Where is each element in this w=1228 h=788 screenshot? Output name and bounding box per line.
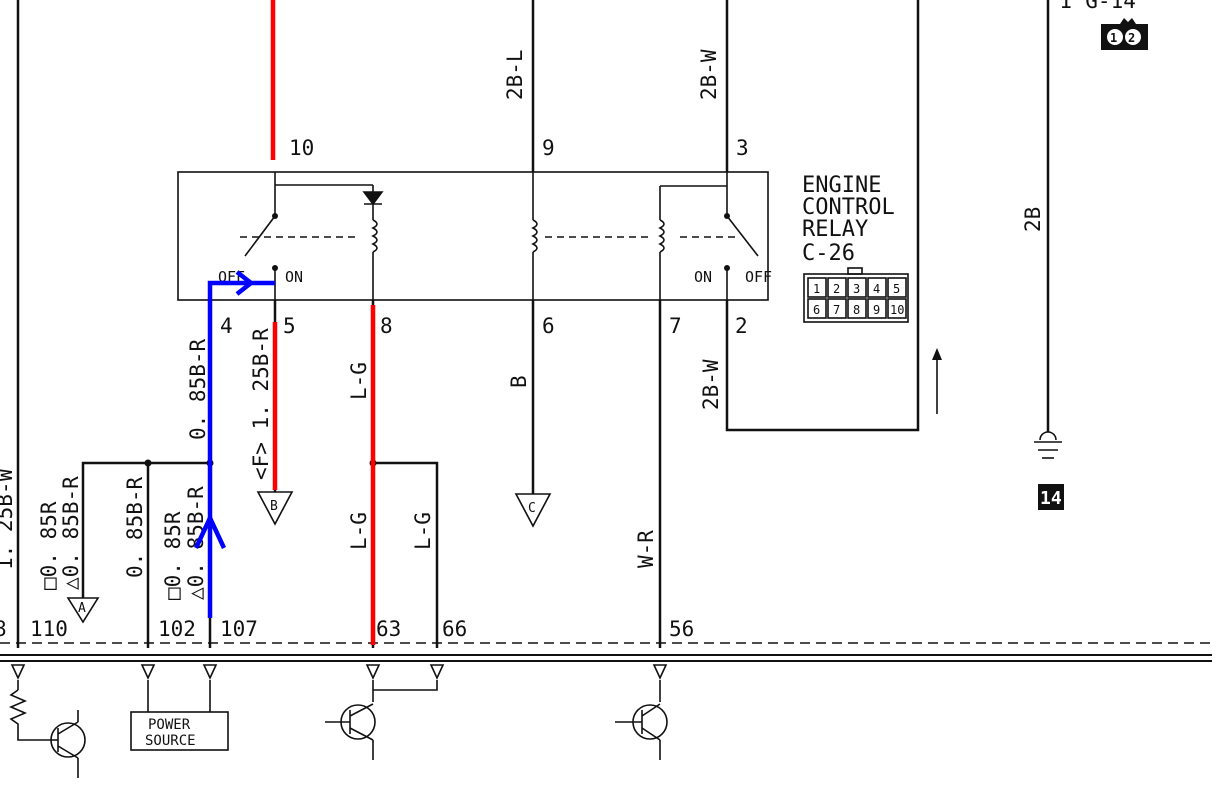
terminal-label: 63: [376, 617, 401, 641]
terminal-pin-icon: [429, 664, 445, 680]
highlight-red-path: [270, 0, 376, 645]
wire-label: 1. 25B-W: [0, 468, 17, 570]
connector-c-icon: [514, 493, 552, 528]
pin-label: 8: [380, 314, 393, 338]
ground-connector-icon: 1 2: [1101, 18, 1148, 50]
title-line: RELAY: [802, 217, 868, 242]
pin-label: 10: [289, 136, 314, 160]
terminal-label: 110: [30, 617, 68, 641]
connector-cell: [827, 277, 847, 298]
connector-label: C: [528, 501, 536, 516]
switch-label: ON: [694, 268, 712, 286]
pin-label: 7: [669, 314, 682, 338]
ground-icon: [1034, 431, 1062, 459]
wire-label: W-R: [634, 530, 658, 568]
wire-label: 2B-L: [503, 49, 527, 100]
pin-label: 5: [283, 314, 296, 338]
connector-label: A: [78, 601, 86, 616]
wire-label: △0. 85B-R: [59, 476, 83, 590]
wire-label: 2B: [1021, 207, 1045, 232]
pin-label: 6: [542, 314, 555, 338]
ground-connector-label: I G-14: [1060, 0, 1136, 13]
wire-label: 0. 85B-R: [186, 338, 210, 440]
pin-label: 4: [220, 314, 233, 338]
connector-b-icon: [256, 491, 294, 526]
wire-label: 2B-W: [699, 359, 723, 410]
wire-branch: [81, 461, 210, 598]
wire-label: <F> 1. 25B-R: [249, 328, 273, 480]
connector-cell-label: 10: [890, 303, 904, 317]
ground-label: 14: [1040, 488, 1062, 509]
switch-label: OFF: [745, 268, 772, 286]
wire-label: □0. 85R: [37, 501, 61, 590]
connector-cell: [847, 277, 867, 298]
pin-label: 3: [736, 136, 749, 160]
relay-box: [177, 171, 769, 301]
wire-l-g-66: [373, 461, 439, 648]
connector-cell: [887, 298, 907, 319]
power-source-label: SOURCE: [145, 733, 196, 749]
pin-label: 2: [1128, 31, 1135, 45]
connector-cell-label: 9: [873, 303, 880, 317]
connector-cell: [867, 298, 887, 319]
wire-label: 0. 85B-R: [123, 476, 147, 578]
wire-label: L-G: [347, 512, 371, 550]
connector-cell: [827, 298, 847, 319]
pin-label: 9: [542, 136, 555, 160]
wire-label: L-G: [347, 362, 371, 400]
title-line: ENGINE: [802, 173, 881, 198]
wire-2b-w-return: [725, 0, 920, 432]
terminal-pin-icon: [140, 664, 156, 680]
connector-cell: [847, 298, 867, 319]
connector-cell-label: 5: [893, 282, 900, 296]
connector-cell-label: 7: [833, 303, 840, 317]
terminal-label: 66: [442, 617, 467, 641]
ground-badge: [1038, 484, 1064, 510]
wire-label: L-G: [411, 512, 435, 550]
connector-cell-label: 2: [833, 282, 840, 296]
highlight-blue-path: [193, 270, 275, 618]
connector-label: B: [270, 499, 278, 514]
terminal-label: 102: [158, 617, 196, 641]
connector-cell-label: 1: [813, 282, 820, 296]
connector-cell-label: 6: [813, 303, 820, 317]
terminal-pin-icon: [202, 664, 218, 680]
ecu-internals: [8, 680, 668, 778]
connector-cell-label: 8: [853, 303, 860, 317]
connector-cell: [807, 277, 827, 298]
connector-cell-label: 3: [853, 282, 860, 296]
wire-label: □0. 85R: [161, 511, 185, 600]
terminal-pin-icon: [365, 664, 381, 680]
connector-id: C-26: [802, 241, 855, 266]
terminal-label: 56: [669, 617, 694, 641]
power-source-label: POWER: [148, 717, 191, 733]
wire-label: 2B-W: [697, 49, 721, 100]
connector-cell: [807, 298, 827, 319]
terminal-pin-icon: [652, 664, 668, 680]
title-line: CONTROL: [802, 195, 895, 220]
connector-a-icon: [66, 597, 100, 624]
pin-label: 2: [735, 314, 748, 338]
arrow-up-icon: [932, 348, 942, 414]
terminal-label: 107: [220, 617, 258, 641]
pin-label: 1: [1110, 31, 1117, 45]
connector-cell-label: 4: [873, 282, 880, 296]
connector-cell: [887, 277, 907, 298]
terminal-pin-icon: [10, 664, 26, 680]
terminal-label: 8: [0, 617, 7, 641]
wire-label: B: [507, 375, 531, 388]
switch-label: ON: [285, 268, 303, 286]
connector-cell: [867, 277, 887, 298]
relay-title: ENGINE CONTROL RELAY C-26: [802, 173, 895, 266]
